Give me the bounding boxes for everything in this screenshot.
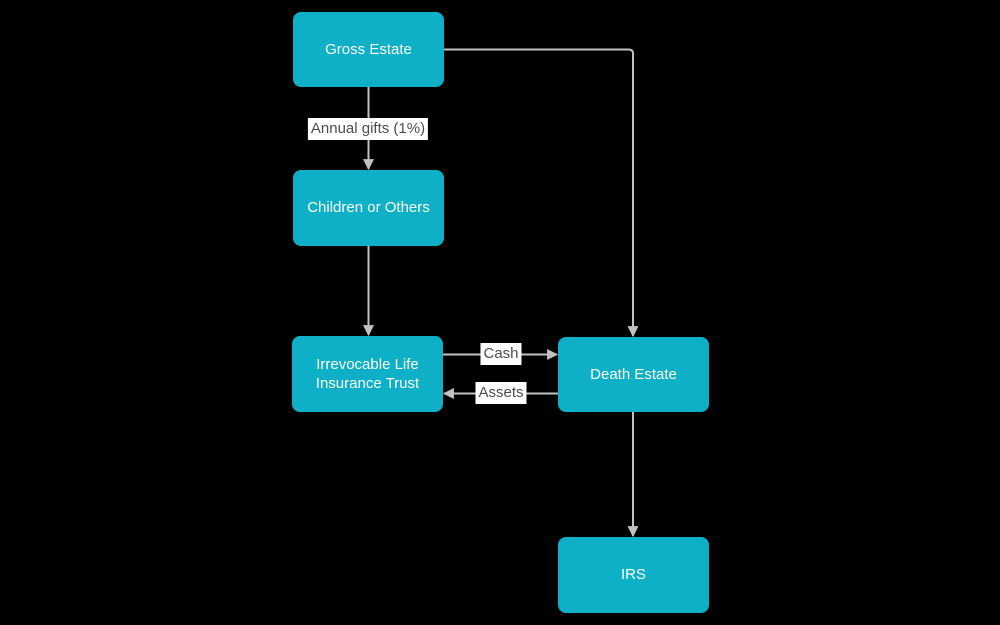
node-gross-estate-label: Gross Estate	[325, 40, 412, 58]
edge-gross-to-death	[444, 48, 639, 338]
node-irs-label: IRS	[620, 566, 646, 584]
node-children-or-others[interactable]: Children or Others	[293, 170, 444, 246]
edge-label-assets: Assets	[475, 382, 527, 404]
node-gross-estate[interactable]: Gross Estate	[293, 12, 444, 87]
edge-label-annual-gifts: Annual gifts (1%)	[307, 118, 429, 140]
node-irs[interactable]: IRS	[558, 537, 709, 613]
node-irrevocable-life-insurance-trust[interactable]: Irrevocable Life Insurance Trust	[292, 336, 443, 412]
node-death-estate[interactable]: Death Estate	[558, 337, 709, 412]
node-irrevocable-life-insurance-trust-label: Irrevocable Life Insurance Trust	[315, 355, 420, 393]
node-death-estate-label: Death Estate	[590, 365, 677, 383]
node-children-or-others-label: Children or Others	[307, 199, 430, 217]
edge-label-cash: Cash	[480, 343, 522, 365]
